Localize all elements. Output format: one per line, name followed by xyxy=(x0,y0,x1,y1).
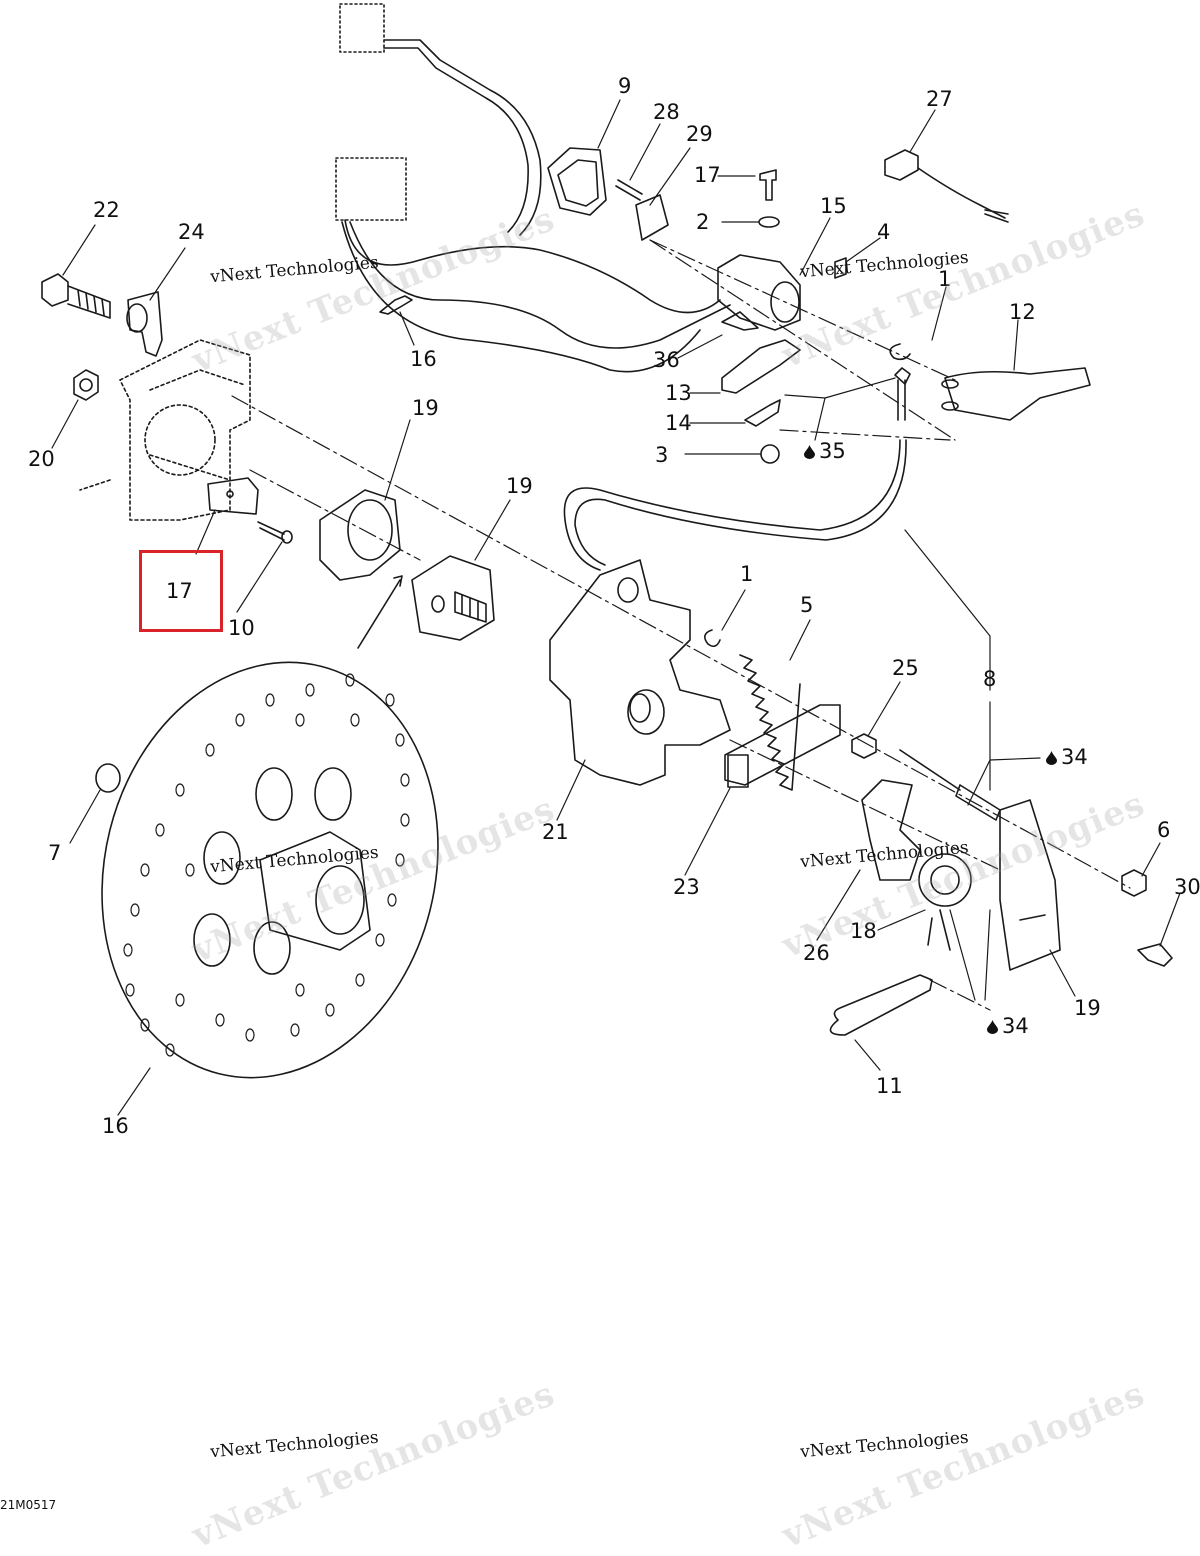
leader-lines xyxy=(51,99,1181,1116)
label-part-13: 5 xyxy=(800,593,814,617)
label-part-6: 14 xyxy=(665,411,692,435)
label-part-29: 11 xyxy=(876,1074,903,1098)
pin-29 xyxy=(829,974,933,1036)
lever-part-5 xyxy=(721,339,801,394)
bracket-24 xyxy=(126,291,163,357)
label-part-25: 25 xyxy=(892,656,919,680)
label-part-9: 17 xyxy=(694,163,721,187)
label-part-4: 12 xyxy=(1009,300,1036,324)
label-part-1-mid: 1 xyxy=(740,562,754,586)
e-clip-1-lower xyxy=(704,629,721,648)
label-part-26: 26 xyxy=(803,941,830,965)
label-part-24: 24 xyxy=(178,220,205,244)
label-part-17: 17 xyxy=(166,579,193,603)
nut-14 xyxy=(1121,869,1147,897)
lube-callout-34-top: 34 xyxy=(1046,747,1088,768)
gear-27 xyxy=(918,853,972,951)
label-part-20: 20 xyxy=(28,447,55,471)
lube-callout-34-bottom: 34 xyxy=(987,1016,1029,1037)
switch-31 xyxy=(884,149,1009,223)
lube-number: 35 xyxy=(819,439,846,463)
spring-plate-6 xyxy=(744,399,781,427)
retainer-17 xyxy=(207,477,259,515)
oil-drop-icon xyxy=(804,444,815,459)
screw-18 xyxy=(257,521,293,544)
lube-callout-35: 35 xyxy=(804,441,846,462)
label-part-32: 28 xyxy=(653,100,680,124)
label-part-22: 22 xyxy=(93,198,120,222)
caliper-21 xyxy=(549,559,731,786)
label-part-10: 2 xyxy=(696,210,710,234)
clip-30 xyxy=(1137,943,1173,967)
label-part-8: 16 xyxy=(410,347,437,371)
label-part-16: 16 xyxy=(102,1114,129,1138)
label-part-18: 10 xyxy=(228,616,255,640)
mounting-block xyxy=(79,339,251,521)
label-part-7: 15 xyxy=(820,194,847,218)
label-part-31: 27 xyxy=(926,87,953,111)
label-part-3: 9 xyxy=(618,74,632,98)
pin-9 xyxy=(759,169,777,201)
oil-drop-icon xyxy=(1046,750,1057,765)
cable-end xyxy=(894,367,911,385)
label-part-14: 6 xyxy=(1157,818,1171,842)
label-part-2: 8 xyxy=(983,667,997,691)
label-part-12: 4 xyxy=(877,220,891,244)
label-part-28: 19 xyxy=(1074,996,1101,1020)
clip-8 xyxy=(379,295,413,315)
nut-20 xyxy=(73,369,99,401)
label-part-5: 13 xyxy=(665,381,692,405)
lube-number: 34 xyxy=(1061,745,1088,769)
screw-32 xyxy=(615,179,643,201)
lube-number: 34 xyxy=(1002,1014,1029,1038)
adjuster-19b xyxy=(411,555,495,641)
lockwasher-11 xyxy=(760,444,780,464)
label-part-1-top: 1 xyxy=(938,267,952,291)
bolt-22 xyxy=(41,273,111,319)
grip-3 xyxy=(547,147,607,216)
screw-12 xyxy=(834,257,847,279)
label-part-30: 30 xyxy=(1174,875,1200,899)
housing-7 xyxy=(717,254,801,331)
label-part-11: 3 xyxy=(655,443,669,467)
centre-lines xyxy=(231,239,1131,1011)
o-ring-15 xyxy=(95,763,121,793)
label-part-36: 36 xyxy=(653,348,680,372)
label-part-23: 23 xyxy=(673,875,700,899)
ratchet-lever-26 xyxy=(861,779,921,881)
clip-36 xyxy=(721,311,759,331)
label-part-19a: 19 xyxy=(412,396,439,420)
spacer-19a xyxy=(319,489,401,581)
brake-disc-16 xyxy=(101,661,439,1079)
bracket-23 xyxy=(724,704,841,788)
label-part-27: 18 xyxy=(850,919,877,943)
exploded-parts-diagram xyxy=(41,3,1181,1116)
wiring-harness xyxy=(335,3,731,373)
drawing-id: 21M0517 xyxy=(0,1498,57,1512)
label-part-33: 29 xyxy=(686,122,713,146)
brake-lever-4 xyxy=(941,367,1091,421)
spring-13 xyxy=(739,654,801,791)
arrow-to-disc xyxy=(357,575,403,649)
plate-33 xyxy=(635,194,669,241)
label-part-19b: 19 xyxy=(506,474,533,498)
e-clip-1-upper xyxy=(889,343,911,361)
highlight-box-part-17 xyxy=(139,550,223,632)
nut-25 xyxy=(851,733,877,759)
label-part-21: 21 xyxy=(542,820,569,844)
disc-holes xyxy=(123,673,410,1057)
washer-10 xyxy=(758,216,780,228)
oil-drop-icon xyxy=(987,1019,998,1034)
cable-2 xyxy=(563,379,1001,821)
label-part-15: 7 xyxy=(48,841,62,865)
bracket-28 xyxy=(999,799,1061,971)
